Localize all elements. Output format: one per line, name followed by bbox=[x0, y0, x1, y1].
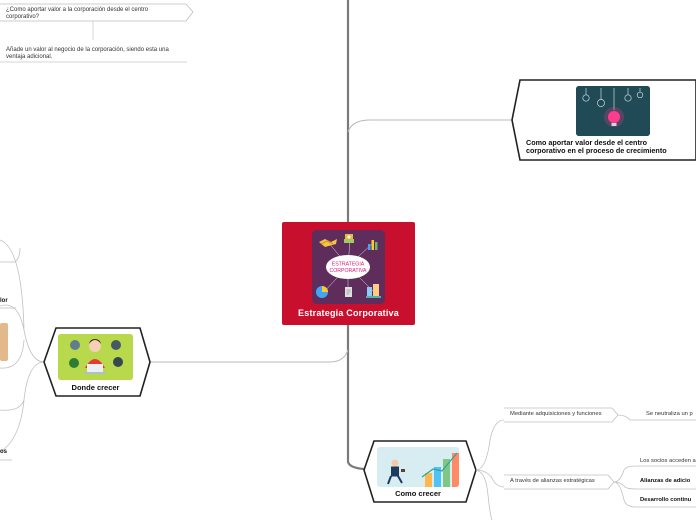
note-answer-line-1[interactable]: Añade un valor al negocio de la corporac… bbox=[6, 47, 169, 53]
growth-people-image bbox=[58, 334, 133, 380]
strategy-illustration: ESTRATEGIA CORPORATIVA bbox=[312, 230, 385, 304]
center-image-text-2: CORPORATIVA bbox=[330, 268, 368, 274]
central-topic-title: Estrategia Corporativa bbox=[298, 308, 399, 318]
branch-alliances-label[interactable]: A través de alianzas estratégicas bbox=[510, 478, 595, 484]
branch-1-child-line bbox=[617, 414, 696, 421]
branch-acquisitions-child[interactable]: Se neutraliza un p bbox=[646, 411, 693, 417]
bottom-branch-curves bbox=[475, 419, 505, 520]
right-node-title-line-1[interactable]: Como aportar valor desde el centro bbox=[526, 138, 648, 147]
person-laptop-icon bbox=[58, 334, 133, 380]
left-cut-image bbox=[0, 323, 8, 361]
branch-acquisitions-label[interactable]: Mediante adquisiciones y funciones bbox=[510, 411, 602, 417]
trunk-line-bottom bbox=[346, 325, 365, 471]
left-underline-top bbox=[0, 247, 21, 263]
bottom-node-title: Como crecer bbox=[395, 489, 441, 498]
pie-chart-icon bbox=[316, 286, 328, 298]
strategy-icons: ESTRATEGIA CORPORATIVA bbox=[312, 230, 385, 304]
note-question-line-2: corporativo? bbox=[6, 14, 40, 20]
central-topic[interactable]: ESTRATEGIA CORPORATIVA bbox=[282, 222, 415, 325]
note-question-line-1[interactable]: ¿Como aportar valor a la corporación des… bbox=[6, 7, 149, 13]
note-question-box bbox=[0, 3, 194, 22]
handshake-icon bbox=[319, 239, 337, 247]
left-cut-label-1[interactable]: lor bbox=[0, 298, 8, 304]
bar-chart-icon bbox=[368, 240, 378, 250]
lightbulb-icon bbox=[576, 86, 650, 136]
connector-right bbox=[347, 119, 512, 133]
lightbulb-image bbox=[576, 86, 650, 136]
center-image-text-1: ESTRATEGIA bbox=[332, 262, 365, 268]
right-node-title-line-2: corporativo en el proceso de crecimiento bbox=[526, 146, 667, 155]
note-answer-line-2: ventaja adicional. bbox=[6, 54, 53, 60]
buildings-icon bbox=[366, 284, 381, 298]
left-node-title: Donde crecer bbox=[71, 383, 120, 392]
branch-alliances-child-1[interactable]: Los socios acceden a bbox=[640, 458, 696, 464]
branch-alliances-child-2[interactable]: Alianzas de adicio bbox=[640, 478, 691, 484]
money-icon bbox=[344, 234, 354, 243]
branch-alliances-child-3[interactable]: Desarrollo continu bbox=[640, 497, 692, 503]
document-icon bbox=[345, 287, 352, 297]
branch-2-children-lines bbox=[613, 465, 696, 508]
left-cut-label-2[interactable]: os bbox=[0, 449, 8, 455]
growth-chart-icon bbox=[377, 447, 459, 487]
growth-steps-image bbox=[377, 447, 459, 487]
left-branch-curves bbox=[0, 239, 45, 453]
connector-left bbox=[150, 349, 349, 363]
